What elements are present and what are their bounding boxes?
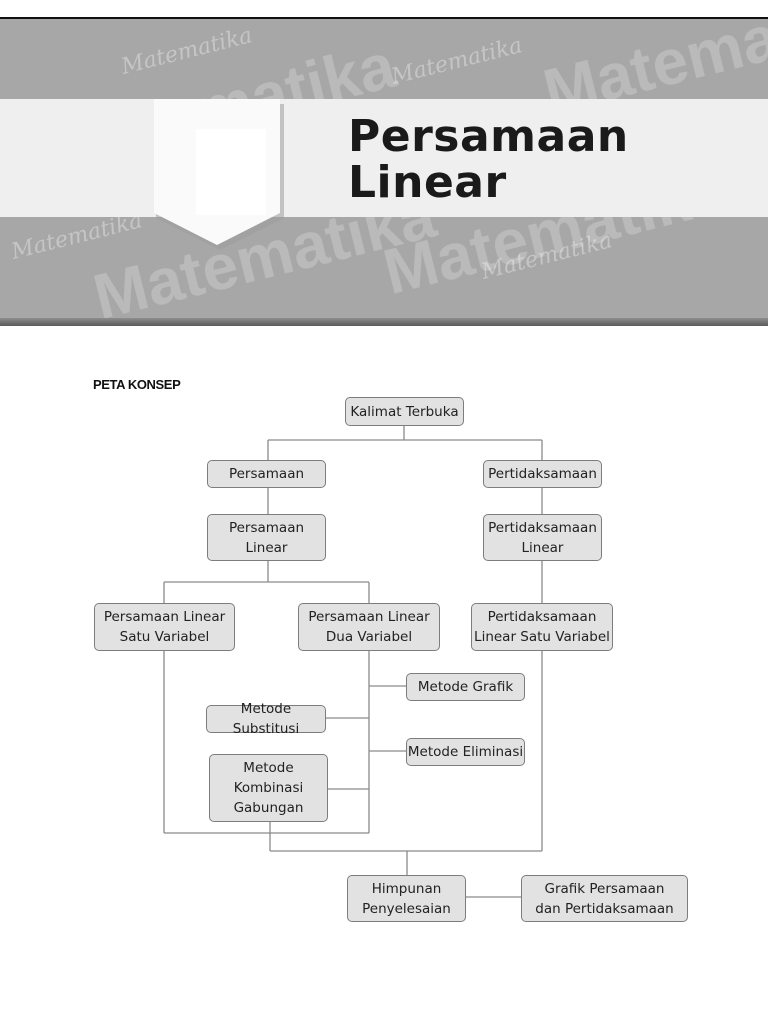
node-metode-substitusi: Metode Substitusi bbox=[206, 701, 326, 737]
node-grafik-persamaan: Grafik Persamaan dan Pertidaksamaan bbox=[521, 875, 688, 922]
node-persamaan-linear-dua-variabel: Persamaan Linear Dua Variabel bbox=[298, 603, 440, 651]
header-bottom-rule bbox=[0, 318, 768, 326]
section-label: PETA KONSEP bbox=[93, 377, 181, 392]
node-persamaan-linear-satu-variabel: Persamaan Linear Satu Variabel bbox=[94, 603, 235, 651]
chapter-title: Persamaan Linear bbox=[348, 114, 629, 206]
chapter-title-line: Linear bbox=[348, 157, 507, 208]
node-pertidaksamaan: Pertidaksamaan bbox=[483, 460, 602, 488]
title-band bbox=[0, 99, 768, 217]
node-metode-kombinasi-gabungan: Metode Kombinasi Gabungan bbox=[209, 754, 328, 822]
node-metode-eliminasi: Metode Eliminasi bbox=[406, 738, 525, 766]
top-rule bbox=[0, 17, 768, 19]
node-himpunan-penyelesaian: Himpunan Penyelesaian bbox=[347, 875, 466, 922]
chapter-header: Matematika Matematika Matematika Matemat… bbox=[0, 19, 768, 324]
chapter-tab bbox=[154, 99, 284, 250]
node-persamaan: Persamaan bbox=[207, 460, 326, 488]
node-kalimat-terbuka: Kalimat Terbuka bbox=[345, 397, 464, 426]
node-pertidaksamaan-linear-satu-variabel: Pertidaksamaan Linear Satu Variabel bbox=[471, 603, 613, 651]
node-pertidaksamaan-linear: Pertidaksamaan Linear bbox=[483, 514, 602, 561]
node-metode-grafik: Metode Grafik bbox=[406, 673, 525, 701]
node-persamaan-linear: Persamaan Linear bbox=[207, 514, 326, 561]
chapter-title-line: Persamaan bbox=[348, 111, 629, 162]
